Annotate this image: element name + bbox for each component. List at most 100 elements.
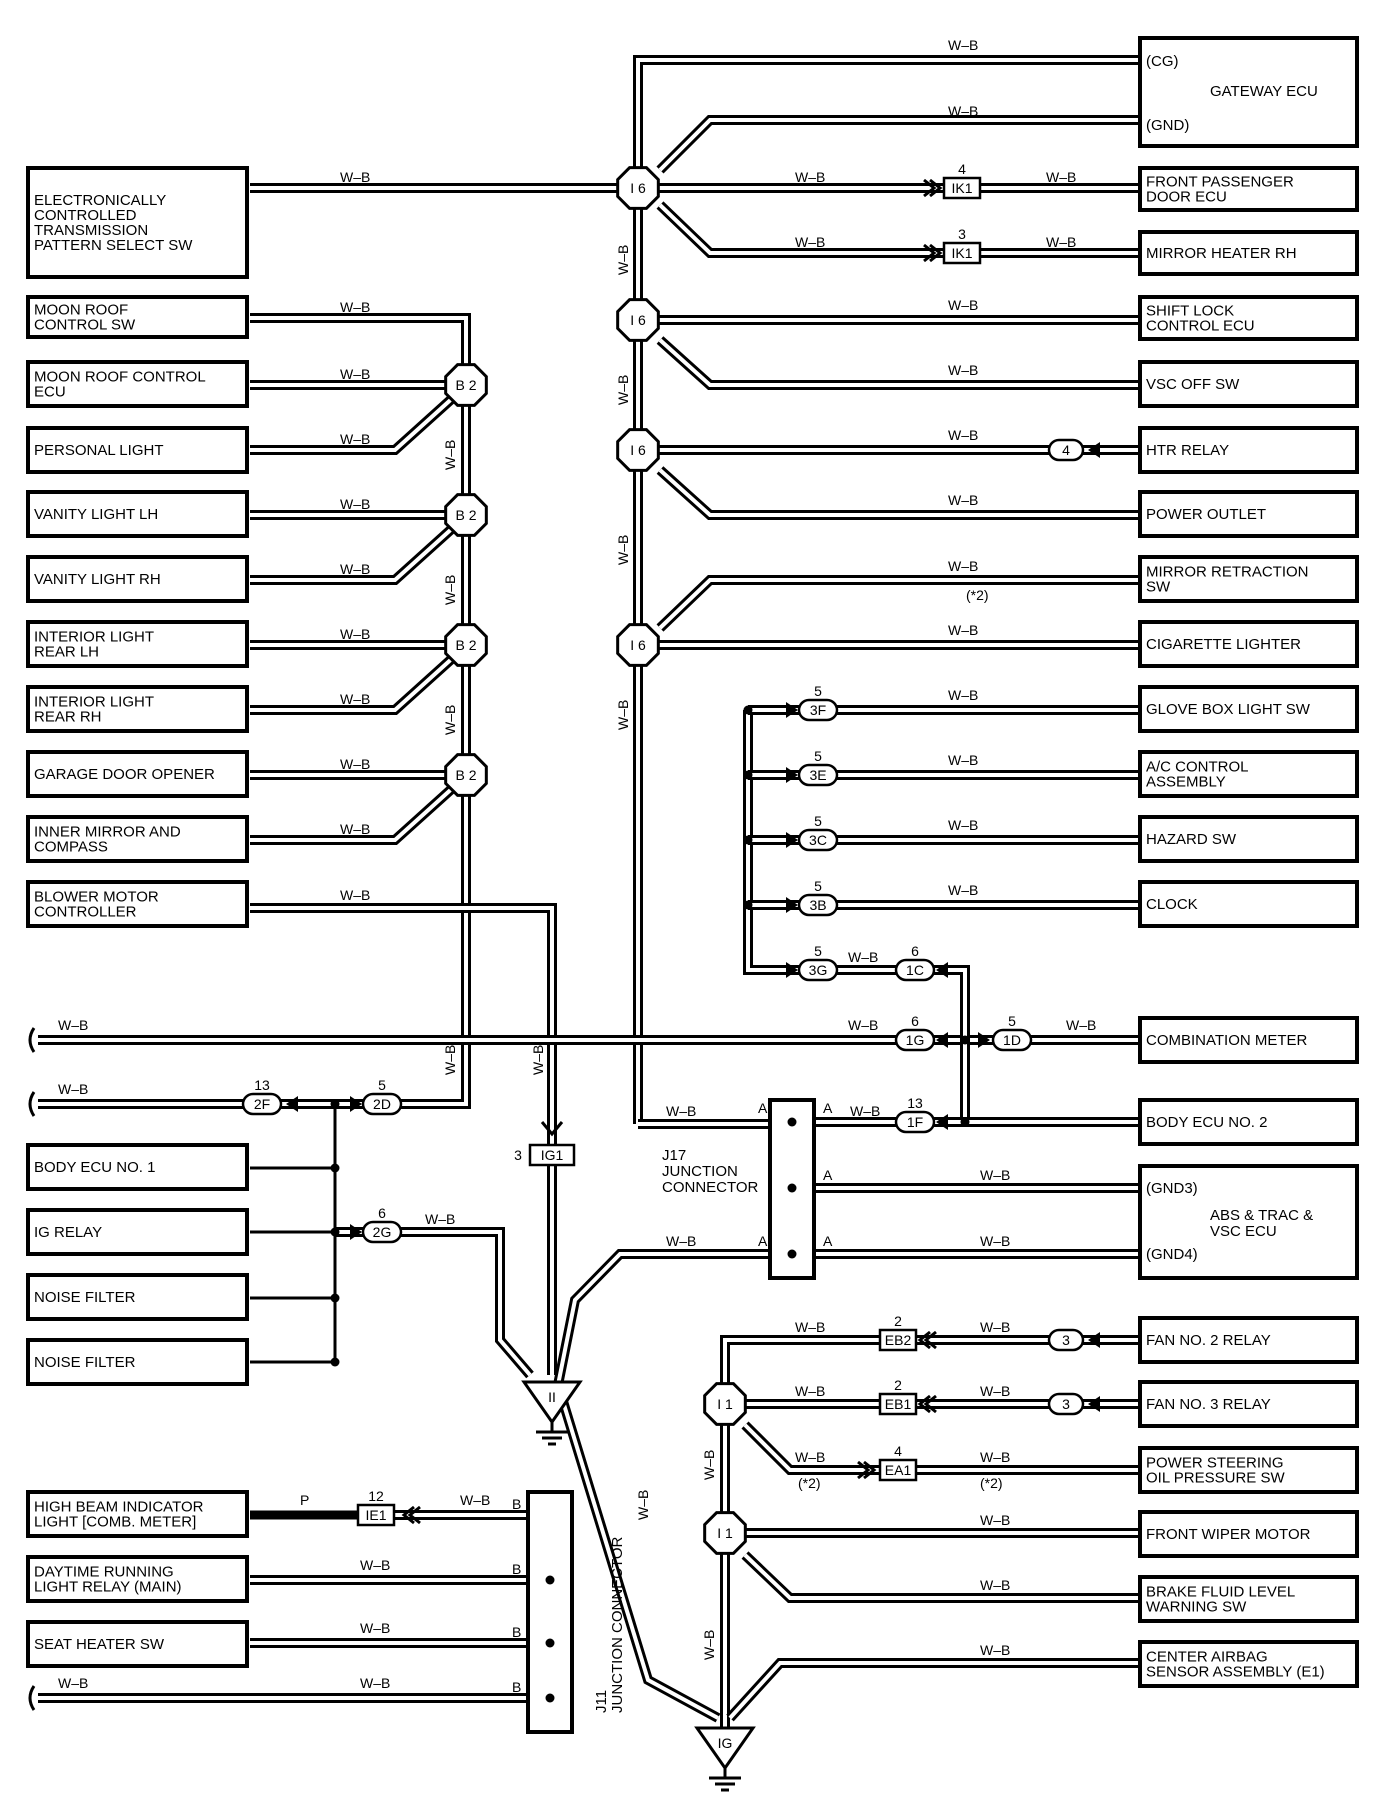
box-gateway (1138, 36, 1359, 148)
conn-2d-pin: 5 (378, 1077, 386, 1093)
junction-dot (545, 1693, 555, 1703)
wire-color-label: W–B (948, 622, 978, 638)
ground-ii-label: II (548, 1389, 556, 1405)
wire-color-label: W–B (795, 1383, 825, 1399)
box-airbag-text: CENTER AIRBAG (1146, 1649, 1268, 1666)
box-vanity-lh-text: VANITY LIGHT LH (34, 506, 158, 523)
wire-color-label: W–B (948, 37, 978, 53)
ground-ig (694, 1726, 756, 1771)
wire-color-label: W–B (58, 1081, 88, 1097)
splice-b2 (444, 493, 488, 537)
box-drl-text: LIGHT RELAY (MAIN) (34, 1579, 182, 1596)
box-interior-rh (26, 685, 249, 733)
wire-b2-branch-bottom (250, 651, 460, 715)
conn-3b-id: 3B (809, 897, 826, 913)
wire-brake (741, 1551, 1140, 1603)
arrow-right-icon (350, 1096, 362, 1112)
wire-power-outlet (656, 466, 1140, 520)
conn-eb1-id: EB1 (885, 1396, 912, 1412)
arrow-left-icon (286, 1096, 298, 1112)
box-htr-relay (1138, 426, 1359, 474)
conn-3f (797, 698, 839, 722)
wire-color-label: W–B (340, 756, 370, 772)
wire-mirror-heater (656, 201, 1140, 258)
wire-j17-ground (553, 1249, 770, 1386)
box-moon-roof-ecu (26, 360, 249, 408)
conn-fan3-id: 3 (1062, 1396, 1070, 1412)
box-moon-roof-ecu-text: MOON ROOF CONTROL (34, 369, 206, 386)
conn-2f-pin: 13 (254, 1077, 270, 1093)
j17-pin: A (758, 1233, 768, 1249)
wire-ii-ig (553, 1383, 721, 1723)
splice-i6 (616, 428, 660, 472)
wire-color-label: W–B (948, 558, 978, 574)
chevron-left-icon (917, 1394, 931, 1414)
conn-ea1-id: EA1 (885, 1462, 912, 1478)
box-ac-text: ASSEMBLY (1146, 774, 1226, 791)
wire-color-label: W–B (948, 103, 978, 119)
arrow-left-icon (1088, 1332, 1100, 1348)
boxes-layer (26, 36, 1359, 1734)
j11-label: JUNCTION CONNECTOR (609, 1536, 626, 1713)
box-vanity-rh-text: VANITY LIGHT RH (34, 571, 161, 588)
j17-label: CONNECTOR (662, 1179, 759, 1196)
box-inner-mirror (26, 815, 249, 863)
conn-htr-4 (1047, 438, 1085, 462)
conn-3e-pin: 5 (814, 748, 822, 764)
gateway-gnd: (GND) (1146, 117, 1189, 134)
wire-color-label: W–B (1046, 234, 1076, 250)
box-high-beam-text: LIGHT [COMB. METER] (34, 1514, 196, 1531)
conn-ie1-pin: 12 (368, 1488, 384, 1504)
wire-airbag (726, 1658, 1140, 1722)
wire-ps (741, 1421, 1140, 1475)
box-glove (1138, 685, 1359, 733)
wire-color-label: W–B (530, 1045, 546, 1075)
box-ig-relay (26, 1208, 249, 1256)
conn-3e-id: 3E (809, 767, 826, 783)
box-front-pass-text: FRONT PASSENGER (1146, 174, 1294, 191)
wire-color-label: W–B (701, 1630, 717, 1660)
abs-name: ABS & TRAC & (1210, 1207, 1313, 1224)
conn-ik1-3 (942, 241, 982, 265)
conn-2d-id: 2D (373, 1096, 391, 1112)
j11-label: J11 (593, 1690, 610, 1713)
note-star2: (*2) (966, 587, 989, 603)
wire-color-label: W–B (460, 1492, 490, 1508)
arrow-left-icon (936, 962, 948, 978)
box-ectpss (26, 166, 249, 279)
splice-i6-label: I 6 (630, 312, 646, 328)
conn-ik1-4-id: IK1 (951, 180, 972, 196)
box-body-ecu1 (26, 1143, 249, 1191)
box-moon-roof-sw-text: CONTROL SW (34, 317, 136, 334)
box-shift-lock-text: CONTROL ECU (1146, 318, 1255, 335)
chevron-left-icon (923, 1330, 937, 1350)
box-high-beam-text: HIGH BEAM INDICATOR (34, 1499, 204, 1516)
junction-dot (960, 1117, 970, 1127)
wire-vsc-off (656, 336, 1140, 390)
box-wiper (1138, 1510, 1359, 1558)
conn-ea1 (878, 1458, 918, 1482)
conn-1d-pin: 5 (1008, 1013, 1016, 1029)
box-fan3 (1138, 1380, 1359, 1428)
conn-fan2 (1047, 1328, 1085, 1352)
box-moon-roof-sw (26, 295, 249, 339)
box-comb-meter (1138, 1016, 1359, 1064)
j17-label: J17 (662, 1147, 686, 1164)
splice-i1-label: I 1 (717, 1525, 733, 1541)
box-body-ecu2-text: BODY ECU NO. 2 (1146, 1114, 1267, 1131)
conn-eb2-id: EB2 (885, 1332, 912, 1348)
box-brake-text: BRAKE FLUID LEVEL (1146, 1584, 1295, 1601)
abs-gnd4: (GND4) (1146, 1246, 1198, 1263)
conn-fan3 (1047, 1392, 1085, 1416)
conn-eb2 (878, 1328, 918, 1352)
box-fan2 (1138, 1316, 1359, 1364)
wire-color-label: W–B (340, 626, 370, 642)
chevron-right-icon (923, 243, 937, 263)
chevron-left-icon (401, 1505, 415, 1525)
box-noise2 (26, 1338, 249, 1386)
wire-color-label: W–B (980, 1577, 1010, 1593)
box-blower-text: CONTROLLER (34, 904, 137, 921)
conn-ig1-pin: 3 (514, 1147, 522, 1163)
conn-1g-pin: 6 (911, 1013, 919, 1029)
